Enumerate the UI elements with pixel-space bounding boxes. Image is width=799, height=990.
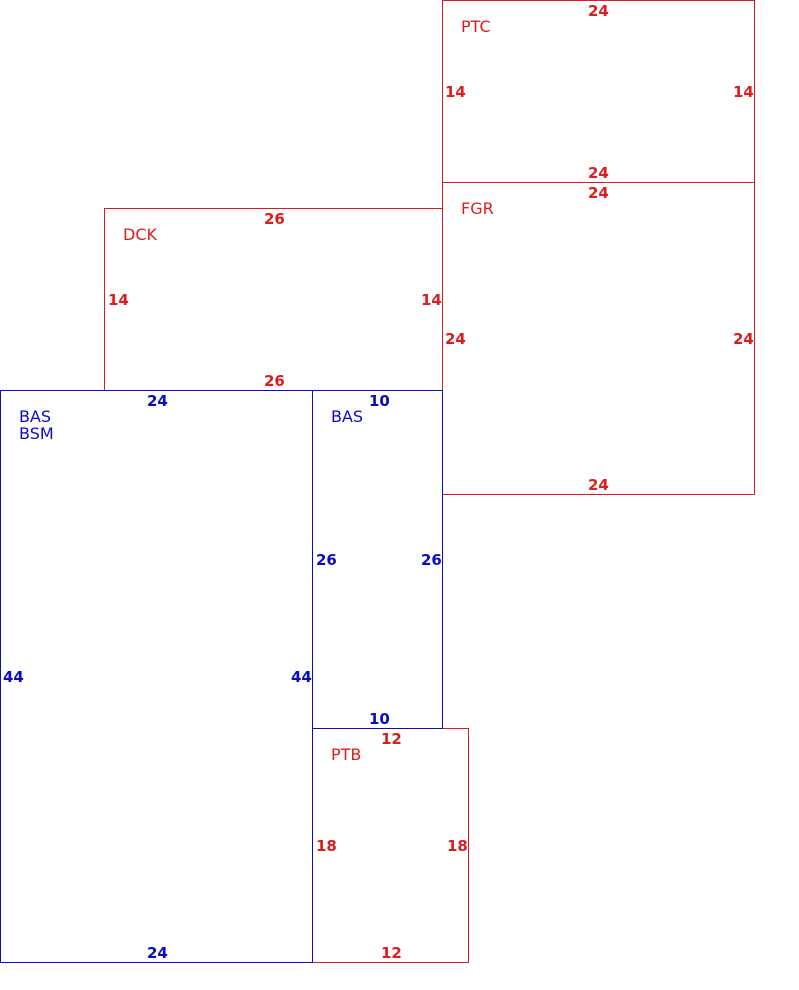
area-dck-dim-right: 14	[421, 291, 442, 309]
area-fgr-dim-top: 24	[588, 184, 609, 202]
area-ptb-label: PTB	[331, 745, 362, 764]
area-ptc-dim-bottom: 24	[588, 164, 609, 182]
area-bas-dim-right: 26	[421, 551, 442, 569]
area-ptc-dim-right: 14	[733, 83, 754, 101]
area-bas-label: BAS	[331, 407, 364, 426]
area-ptb-dim-bottom: 12	[381, 944, 402, 962]
area-bas-bsm-dim-bottom: 24	[147, 944, 168, 962]
area-ptb-dim-top: 12	[381, 730, 402, 748]
area-dck-dim-top: 26	[264, 210, 285, 228]
area-ptb-dim-left: 18	[316, 837, 337, 855]
area-ptc-label: PTC	[461, 17, 491, 36]
area-bas-bsm-dim-top: 24	[147, 392, 168, 410]
area-fgr-label: FGR	[461, 199, 494, 218]
area-fgr-dim-right: 24	[733, 330, 754, 348]
area-bas-dim-left: 26	[316, 551, 337, 569]
area-ptc-dim-left: 14	[445, 83, 466, 101]
area-dck-label: DCK	[123, 225, 157, 244]
area-fgr-dim-left: 24	[445, 330, 466, 348]
area-bas-dim-bottom: 10	[369, 710, 390, 728]
area-bas-dim-top: 10	[369, 392, 390, 410]
area-bas-bsm-label-line-2: BSM	[19, 424, 54, 443]
area-bas-bsm	[0, 390, 313, 963]
area-dck-dim-left: 14	[108, 291, 129, 309]
area-fgr	[442, 182, 755, 495]
area-bas-bsm-dim-right: 44	[291, 668, 312, 686]
area-bas-bsm-dim-left: 44	[3, 668, 24, 686]
area-ptb-dim-right: 18	[447, 837, 468, 855]
area-bas-bsm-label-line-1: BAS	[19, 407, 52, 426]
area-fgr-dim-bottom: 24	[588, 476, 609, 494]
area-dck-dim-bottom: 26	[264, 372, 285, 390]
area-ptc-dim-top: 24	[588, 2, 609, 20]
area-bas	[312, 390, 443, 729]
